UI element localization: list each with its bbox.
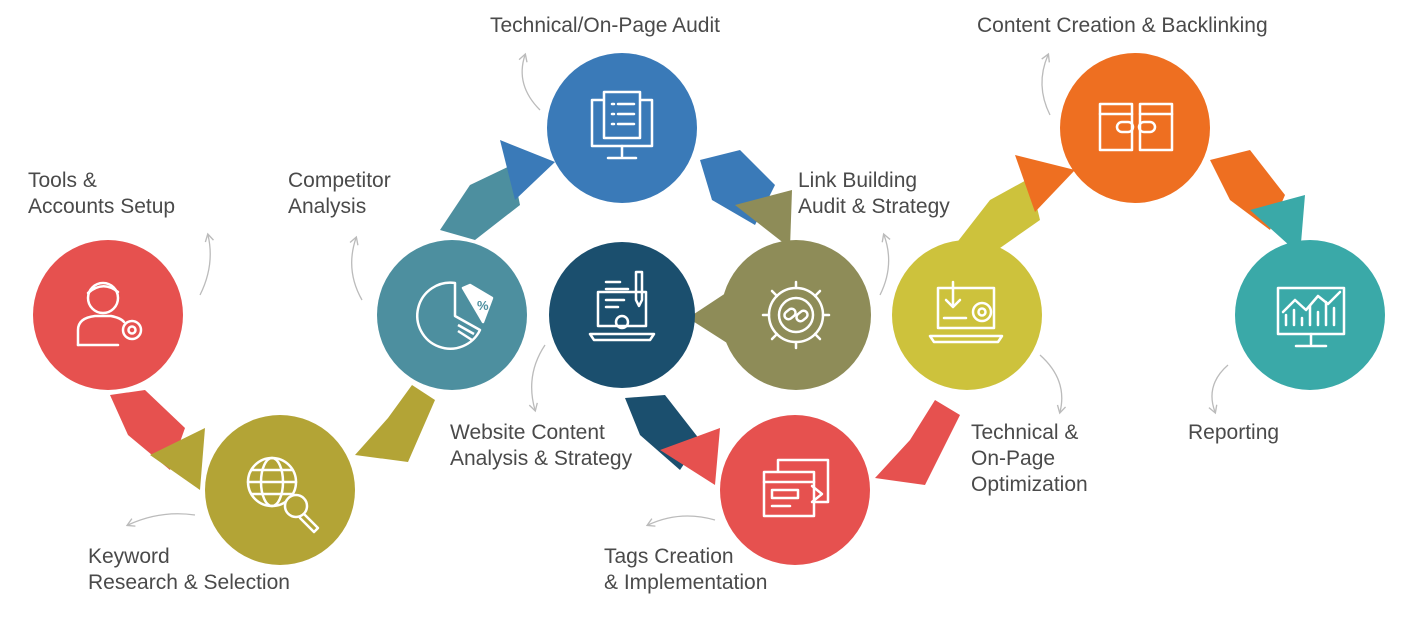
pointer-website-content <box>528 344 546 413</box>
step-circles <box>33 53 1385 565</box>
label-competitor-analysis: Competitor Analysis <box>288 169 391 218</box>
connector-arrows <box>110 140 1305 490</box>
connector-competitor-to-audit <box>440 165 520 240</box>
connector-content-to-tags-tip <box>660 428 720 485</box>
connector-tools-to-keyword-tip <box>150 428 205 490</box>
pointer-tools <box>199 232 214 296</box>
pointer-audit <box>518 52 541 111</box>
label-tools-accounts-setup: Tools & Accounts Setup <box>28 169 176 218</box>
pointer-tags <box>645 515 716 527</box>
label-website-content-analysis: Website Content Analysis & Strategy <box>450 421 633 470</box>
pointer-link <box>879 232 891 296</box>
connector-audit-to-link-tip <box>735 190 792 248</box>
label-reporting: Reporting <box>1188 421 1280 444</box>
browser-windows-icon <box>762 458 830 518</box>
connector-content-to-reporting-tip <box>1250 195 1305 255</box>
label-link-building-audit: Link Building Audit & Strategy <box>798 169 950 218</box>
connector-optimization-to-content <box>955 178 1040 255</box>
circle-content-backlinking <box>1060 53 1210 203</box>
label-tags-creation: Tags Creation & Implementation <box>604 545 768 594</box>
circle-keyword-research <box>205 415 355 565</box>
pointer-optimization <box>1039 354 1067 415</box>
linked-windows-icon <box>1098 102 1174 152</box>
label-technical-onpage-optimization: Technical & On-Page Optimization <box>971 421 1088 496</box>
pie-chart-percent-icon: % <box>416 281 494 350</box>
label-keyword-research: Keyword Research & Selection <box>88 545 290 594</box>
user-gear-icon <box>76 281 143 347</box>
connector-tags-to-optimization <box>875 400 960 485</box>
pointer-competitor <box>349 235 363 301</box>
pointer-keyword <box>125 513 196 527</box>
connector-competitor-to-audit-tip <box>500 140 555 200</box>
pointer-reporting <box>1208 364 1229 415</box>
gear-link-icon <box>761 280 831 350</box>
monitor-line-chart-icon <box>1276 286 1346 348</box>
globe-search-icon <box>246 456 320 534</box>
label-content-backlinking: Content Creation & Backlinking <box>977 14 1268 37</box>
svg-text:%: % <box>477 298 489 313</box>
circle-competitor-analysis <box>377 240 527 390</box>
laptop-code-icon <box>588 270 656 342</box>
connector-keyword-to-competitor <box>355 385 435 462</box>
pointer-content-creation <box>1041 52 1051 116</box>
label-technical-onpage-audit: Technical/On-Page Audit <box>490 14 720 37</box>
connector-optimization-to-content-tip <box>1015 155 1075 212</box>
label-pointers <box>125 52 1229 527</box>
monitor-checklist-icon <box>590 90 654 160</box>
laptop-download-gear-icon <box>928 280 1004 344</box>
circle-technical-onpage-optimization <box>892 240 1042 390</box>
